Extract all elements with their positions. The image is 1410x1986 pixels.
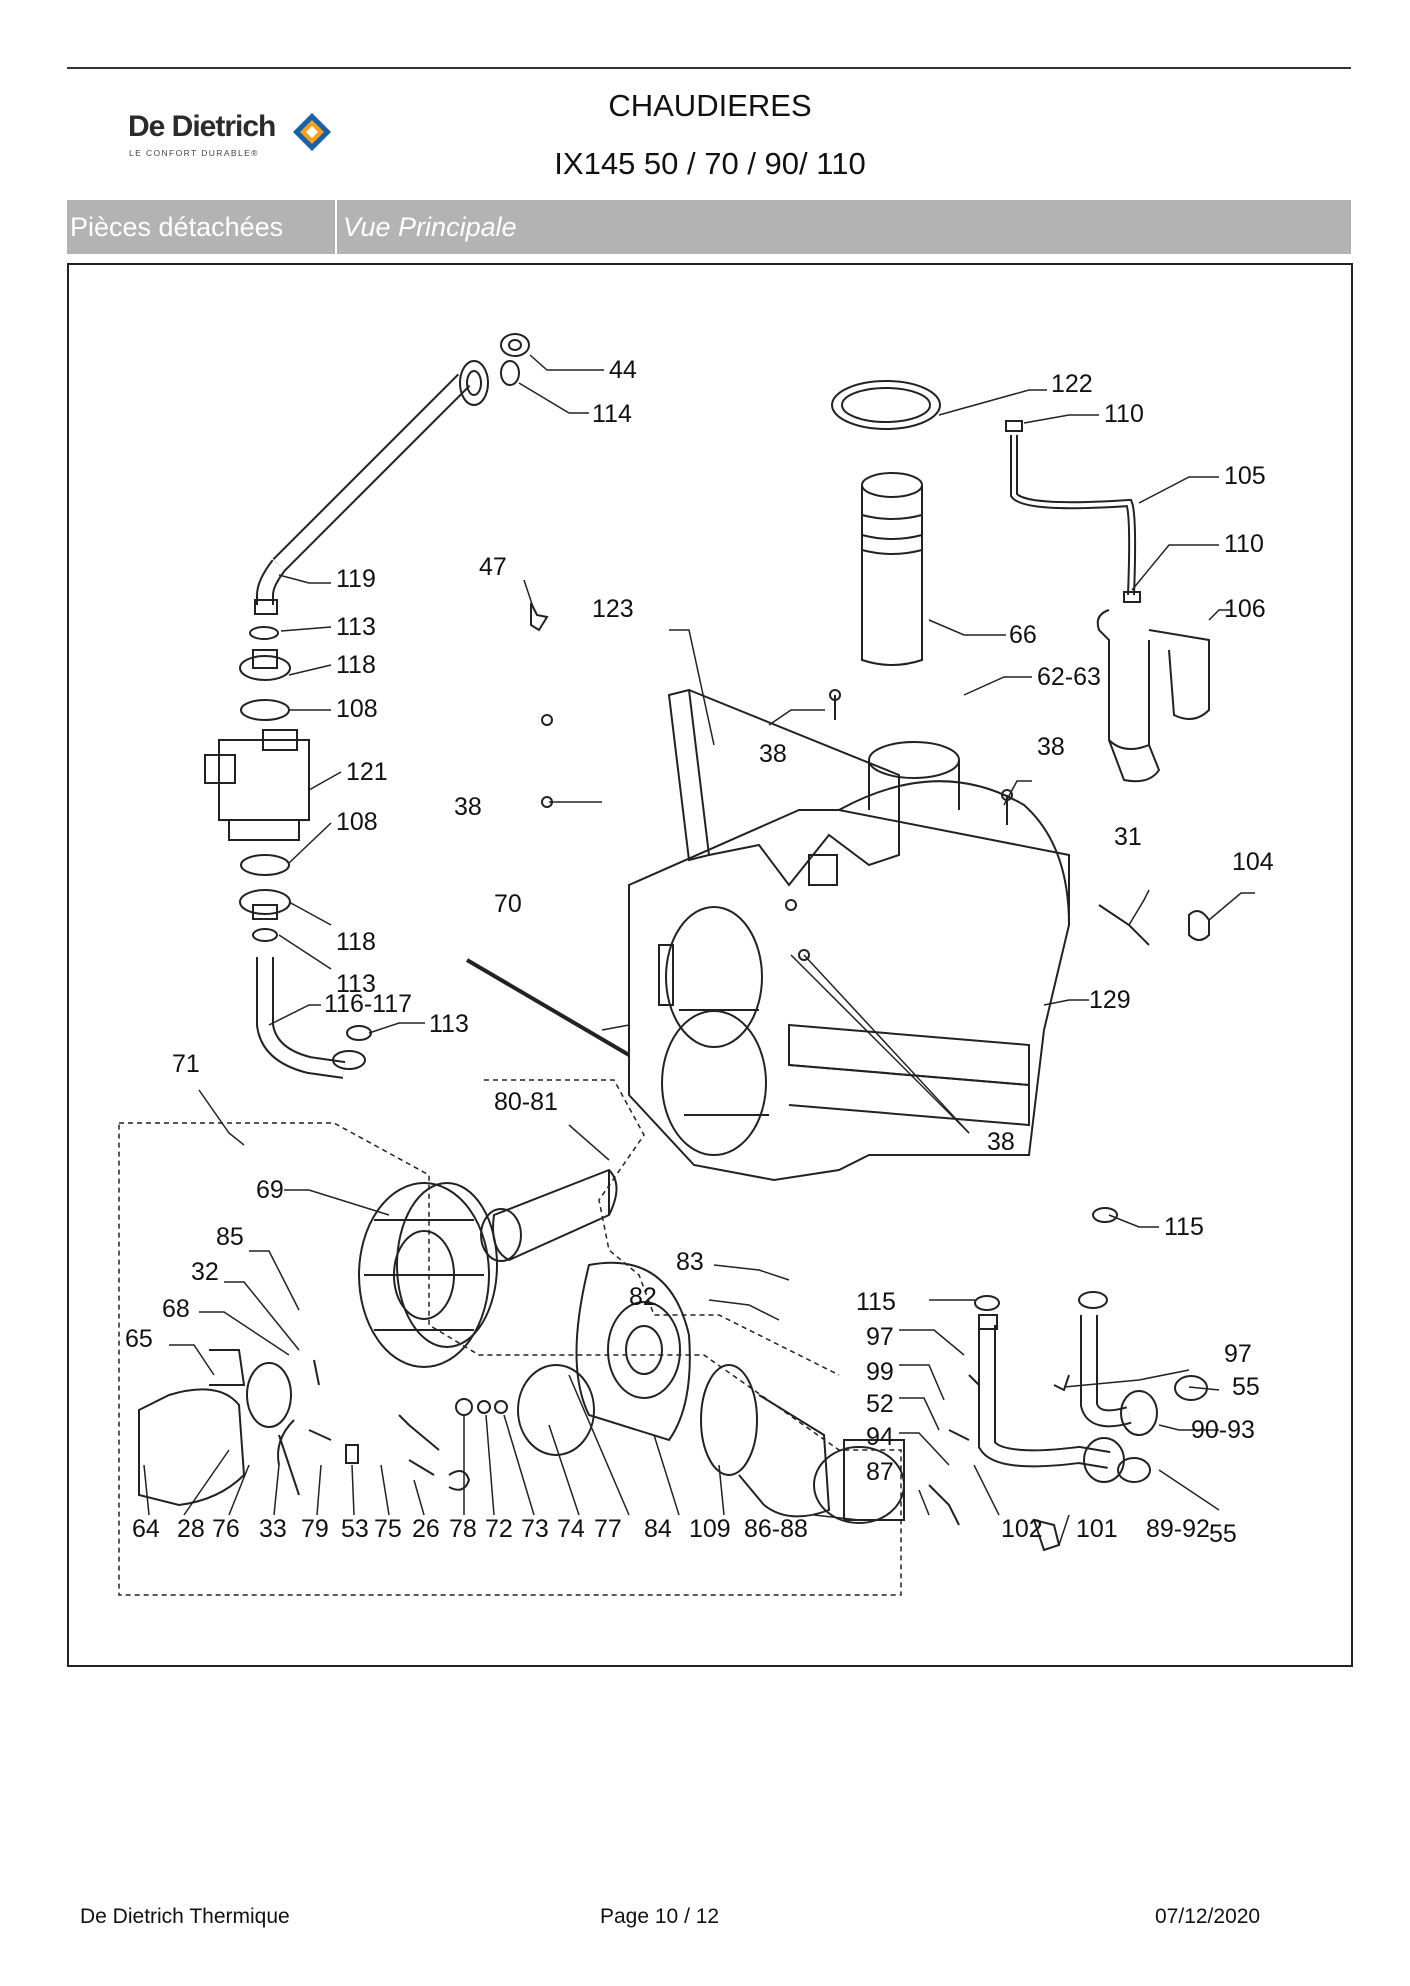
callout-99: 99 bbox=[866, 1358, 894, 1386]
exploded-view-diagram: 44 114 122 110 105 110 106 119 113 118 1… bbox=[118, 333, 1274, 1596]
callout-labels: 44 114 122 110 105 110 106 119 113 118 1… bbox=[125, 356, 1274, 1548]
callout-66: 66 bbox=[1009, 621, 1037, 649]
callout-84: 84 bbox=[644, 1515, 672, 1543]
callout-69: 69 bbox=[256, 1176, 284, 1204]
callout-78: 78 bbox=[449, 1515, 477, 1543]
callout-76: 76 bbox=[212, 1515, 240, 1543]
callout-102: 102 bbox=[1001, 1515, 1043, 1543]
callout-115-b: 115 bbox=[856, 1288, 896, 1316]
callout-114: 114 bbox=[592, 400, 632, 428]
callout-116-117: 116-117 bbox=[324, 990, 412, 1018]
clip-47 bbox=[530, 602, 549, 632]
callout-44: 44 bbox=[609, 356, 637, 384]
callout-38-c: 38 bbox=[454, 793, 482, 821]
footer-company: De Dietrich Thermique bbox=[80, 1905, 290, 1928]
callout-113-c: 113 bbox=[429, 1010, 469, 1038]
callout-38-b: 38 bbox=[1037, 733, 1065, 761]
callout-70: 70 bbox=[494, 890, 522, 918]
brand-name: De Dietrich bbox=[128, 110, 276, 143]
callout-55-b: 55 bbox=[1209, 1520, 1237, 1548]
callout-55-a: 55 bbox=[1232, 1373, 1260, 1401]
callout-68: 68 bbox=[162, 1295, 190, 1323]
callout-119: 119 bbox=[336, 565, 376, 593]
callout-109: 109 bbox=[689, 1515, 731, 1543]
leader-lines bbox=[143, 354, 1255, 1546]
callout-52: 52 bbox=[866, 1390, 894, 1418]
callout-82: 82 bbox=[629, 1283, 657, 1311]
callout-94: 94 bbox=[866, 1423, 894, 1451]
callout-74: 74 bbox=[557, 1515, 585, 1543]
callout-108-b: 108 bbox=[336, 808, 378, 836]
callout-26: 26 bbox=[412, 1515, 440, 1543]
callout-64: 64 bbox=[132, 1515, 160, 1543]
callout-110-mid: 110 bbox=[1224, 530, 1264, 558]
callout-118-a: 118 bbox=[336, 651, 376, 679]
callout-129: 129 bbox=[1089, 986, 1131, 1014]
callout-85: 85 bbox=[216, 1223, 244, 1251]
rod-70 bbox=[465, 958, 631, 1057]
diamond-logo-icon bbox=[293, 113, 331, 151]
callout-71: 71 bbox=[172, 1050, 200, 1078]
brand-tagline: LE CONFORT DURABLE® bbox=[129, 148, 259, 158]
callout-86-88: 86-88 bbox=[744, 1515, 808, 1543]
callout-118-b: 118 bbox=[336, 928, 376, 956]
section-label: Pièces détachées bbox=[70, 212, 284, 242]
right-pipe-assembly bbox=[928, 1207, 1208, 1552]
callout-101: 101 bbox=[1076, 1515, 1118, 1543]
callout-97-b: 97 bbox=[1224, 1340, 1252, 1368]
document-title: CHAUDIERES bbox=[608, 88, 812, 123]
callout-62-63: 62-63 bbox=[1037, 663, 1101, 691]
callout-105: 105 bbox=[1224, 462, 1266, 490]
callout-113-b: 113 bbox=[336, 970, 376, 998]
callout-80-81: 80-81 bbox=[494, 1088, 558, 1116]
callout-28: 28 bbox=[177, 1515, 205, 1543]
left-pipe-assembly bbox=[204, 333, 530, 1079]
callout-75: 75 bbox=[374, 1515, 402, 1543]
callout-121: 121 bbox=[346, 758, 388, 786]
callout-87: 87 bbox=[866, 1458, 894, 1486]
callout-33: 33 bbox=[259, 1515, 287, 1543]
callout-65: 65 bbox=[125, 1325, 153, 1353]
callout-73: 73 bbox=[521, 1515, 549, 1543]
exploded-view-frame: 44 114 122 110 105 110 106 119 113 118 1… bbox=[67, 263, 1353, 1667]
callout-97-a: 97 bbox=[866, 1323, 894, 1351]
callout-72: 72 bbox=[485, 1515, 513, 1543]
callout-79: 79 bbox=[301, 1515, 329, 1543]
callout-77: 77 bbox=[594, 1515, 622, 1543]
flue-assembly bbox=[831, 380, 1210, 783]
callout-115-a: 115 bbox=[1164, 1213, 1204, 1241]
callout-104: 104 bbox=[1232, 848, 1274, 876]
callout-32: 32 bbox=[191, 1258, 219, 1286]
model-range: IX145 50 / 70 / 90/ 110 bbox=[554, 146, 866, 181]
brand-logo: De Dietrich LE CONFORT DURABLE® bbox=[128, 110, 358, 170]
band-divider bbox=[335, 200, 337, 254]
callout-108-a: 108 bbox=[336, 695, 378, 723]
callout-53: 53 bbox=[341, 1515, 369, 1543]
callout-89-92: 89-92 bbox=[1146, 1515, 1210, 1543]
footer-date: 07/12/2020 bbox=[1155, 1905, 1261, 1928]
footer-page-number: Page 10 / 12 bbox=[600, 1905, 720, 1928]
callout-122: 122 bbox=[1051, 370, 1093, 398]
section-band: Pièces détachées Vue Principale bbox=[67, 200, 1351, 254]
callout-38-d: 38 bbox=[987, 1128, 1015, 1156]
callout-113-a: 113 bbox=[336, 613, 376, 641]
heat-exchanger-body bbox=[628, 688, 1210, 1182]
callout-38-a: 38 bbox=[759, 740, 787, 768]
callout-31: 31 bbox=[1114, 823, 1142, 851]
burner-group bbox=[118, 1079, 905, 1596]
view-label: Vue Principale bbox=[343, 212, 517, 242]
callout-106: 106 bbox=[1224, 595, 1266, 623]
callout-90-93: 90-93 bbox=[1191, 1416, 1255, 1444]
callout-110-top: 110 bbox=[1104, 400, 1144, 428]
callout-123: 123 bbox=[592, 595, 634, 623]
screws-38 bbox=[541, 689, 1013, 961]
top-rule bbox=[67, 67, 1351, 69]
callout-47: 47 bbox=[479, 553, 507, 581]
callout-83: 83 bbox=[676, 1248, 704, 1276]
